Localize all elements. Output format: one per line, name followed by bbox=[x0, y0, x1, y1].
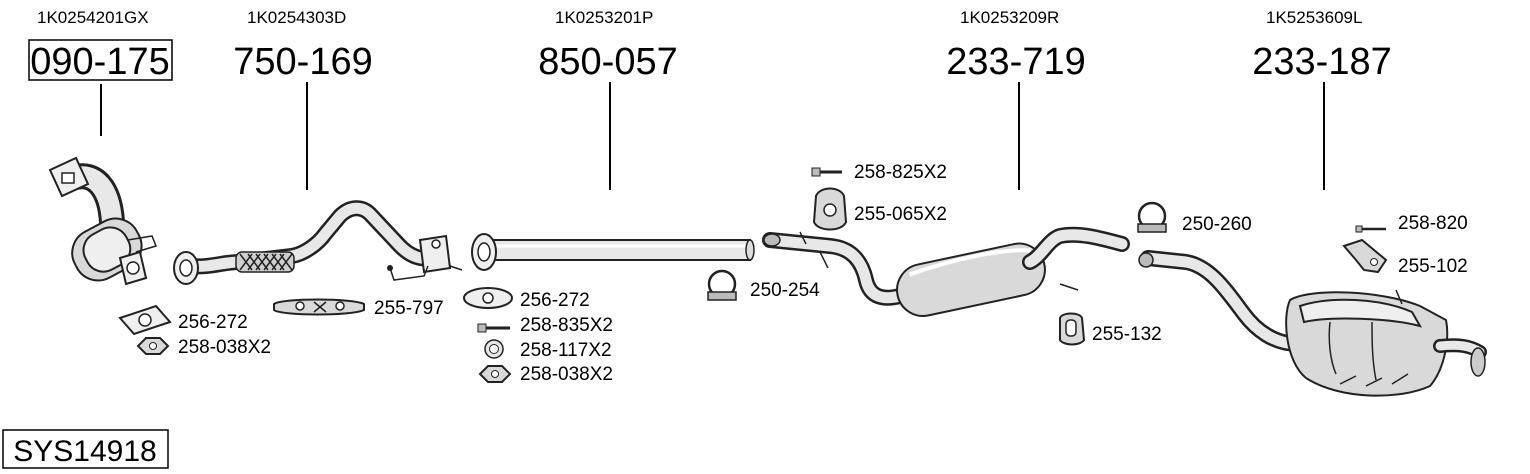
oem-number-3: 1K0253201P bbox=[555, 8, 653, 27]
label-258-117x2[interactable]: 258-117X2 bbox=[520, 340, 612, 361]
label-256-272-a[interactable]: 256-272 bbox=[178, 312, 248, 333]
label-250-254[interactable]: 250-254 bbox=[750, 280, 820, 301]
label-255-102[interactable]: 255-102 bbox=[1398, 256, 1468, 277]
bolt-icon[interactable] bbox=[1355, 225, 1386, 233]
gasket-icon[interactable] bbox=[463, 287, 513, 309]
main-number-5[interactable]: 233-187 bbox=[1252, 41, 1391, 83]
main-number-2[interactable]: 750-169 bbox=[233, 41, 372, 83]
label-255-065x2[interactable]: 255-065X2 bbox=[854, 204, 947, 225]
catalyst-number-box bbox=[28, 39, 173, 81]
mounting-bracket-icon[interactable] bbox=[273, 298, 365, 316]
label-258-835x2[interactable]: 258-835X2 bbox=[520, 315, 613, 336]
oem-number-4: 1K0253209R bbox=[960, 8, 1059, 27]
label-255-132[interactable]: 255-132 bbox=[1092, 324, 1162, 345]
middle-silencer[interactable] bbox=[762, 226, 1130, 321]
hanger-bracket-icon[interactable] bbox=[1342, 238, 1388, 274]
system-code-box bbox=[2, 429, 169, 469]
washer-icon[interactable] bbox=[484, 339, 504, 359]
oem-number-1: 1K0254201GX bbox=[37, 8, 149, 27]
system-code[interactable]: SYS14918 bbox=[13, 435, 156, 468]
main-number-3[interactable]: 850-057 bbox=[538, 41, 677, 83]
main-number-4[interactable]: 233-719 bbox=[946, 41, 1085, 83]
label-258-038x2-a[interactable]: 258-038X2 bbox=[178, 337, 271, 358]
oem-number-5: 1K5253609L bbox=[1266, 8, 1362, 27]
nut-icon[interactable] bbox=[136, 337, 170, 355]
clamp-icon[interactable] bbox=[1137, 201, 1167, 233]
bolt-icon[interactable] bbox=[477, 323, 510, 333]
label-256-272-b[interactable]: 256-272 bbox=[520, 290, 590, 311]
clamp-icon[interactable] bbox=[707, 269, 737, 301]
gasket-icon[interactable] bbox=[118, 304, 172, 336]
intermediate-pipe[interactable] bbox=[471, 233, 755, 271]
nut-icon[interactable] bbox=[478, 365, 512, 383]
label-255-797[interactable]: 255-797 bbox=[374, 298, 444, 319]
label-258-820[interactable]: 258-820 bbox=[1398, 213, 1468, 234]
rubber-mount-icon[interactable] bbox=[1059, 312, 1086, 346]
main-number-1[interactable]: 090-175 bbox=[30, 41, 169, 83]
front-pipe[interactable] bbox=[173, 200, 463, 285]
oem-number-2: 1K0254303D bbox=[247, 8, 346, 27]
bolt-icon[interactable] bbox=[811, 167, 842, 177]
rear-silencer[interactable] bbox=[1138, 250, 1487, 397]
catalytic-converter[interactable] bbox=[48, 156, 158, 289]
rubber-mount-icon[interactable] bbox=[812, 187, 848, 231]
label-258-038x2-b[interactable]: 258-038X2 bbox=[520, 364, 613, 385]
label-250-260[interactable]: 250-260 bbox=[1182, 214, 1252, 235]
label-258-825x2[interactable]: 258-825X2 bbox=[854, 162, 947, 183]
